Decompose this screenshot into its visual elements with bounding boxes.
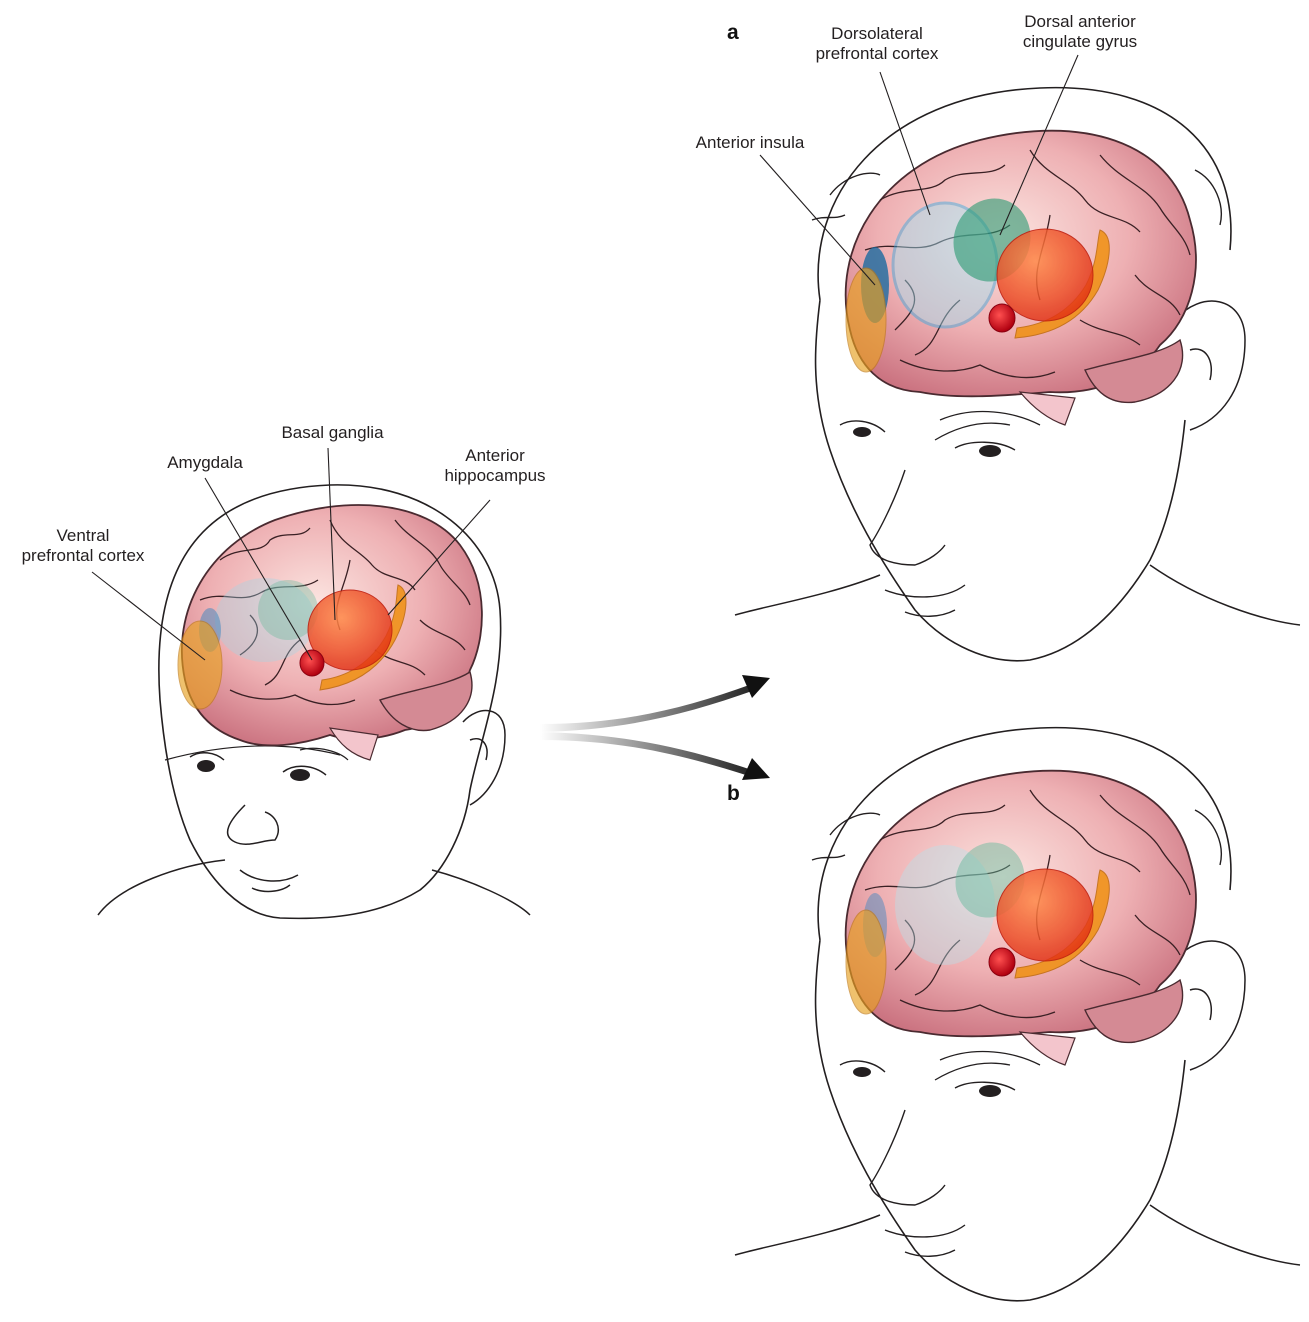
adult-a-nose (870, 470, 945, 565)
adult-a-pupil-left (853, 427, 871, 437)
arrow-to-b (540, 732, 752, 776)
adult-a-mouth (885, 585, 965, 616)
child-amygdala (300, 650, 324, 676)
label-line: Ventral (8, 526, 158, 546)
adult-b-mouth (885, 1225, 965, 1256)
adult-b-nose (870, 1110, 945, 1205)
adult-b-pupil-left (853, 1067, 871, 1077)
adult-a-neck (735, 565, 1300, 625)
label-line: cingulate gyrus (1000, 32, 1160, 52)
child-brow-right (300, 748, 348, 760)
child-brain (178, 505, 482, 760)
label-line: prefrontal cortex (797, 44, 957, 64)
label-line: Amygdala (150, 453, 260, 473)
child-pupil-right (290, 769, 310, 781)
adult-b-amygdala (989, 948, 1015, 976)
child-pupil-left (197, 760, 215, 772)
adult-a-ventral-pfc (846, 268, 886, 372)
adult-a-brow (935, 412, 1040, 440)
adult-a-brain (846, 131, 1196, 425)
adult-b-neck (735, 1205, 1300, 1265)
label-line: prefrontal cortex (8, 546, 158, 566)
label-line: Anterior (435, 446, 555, 466)
panel-label-b: b (727, 782, 740, 806)
child-ventral-pfc (178, 621, 222, 709)
adult-b-ear (1175, 941, 1245, 1070)
adult-a-amygdala (989, 304, 1015, 332)
adult-b-brain (846, 771, 1196, 1065)
adult-a-basal-ganglia (997, 229, 1093, 321)
label-line: Dorsolateral (797, 24, 957, 44)
label-dorsolateral-prefrontal-cortex: Dorsolateral prefrontal cortex (797, 24, 957, 64)
child-neck-shoulders (98, 860, 530, 915)
development-arrows (540, 675, 770, 780)
label-line: Anterior insula (680, 133, 820, 153)
label-amygdala: Amygdala (150, 453, 260, 473)
label-basal-ganglia: Basal ganglia (265, 423, 400, 443)
adult-b-ventral-pfc (846, 910, 886, 1014)
label-line: hippocampus (435, 466, 555, 486)
label-anterior-hippocampus: Anterior hippocampus (435, 446, 555, 486)
child-nose (228, 805, 279, 844)
arrow-to-a (540, 684, 755, 732)
adult-b-pupil-right (979, 1085, 1001, 1097)
label-anterior-insula: Anterior insula (680, 133, 820, 153)
label-dorsal-anterior-cingulate-gyrus: Dorsal anterior cingulate gyrus (1000, 12, 1160, 52)
adult-a-ear (1175, 301, 1245, 430)
panel-label-a: a (727, 21, 739, 45)
adult-b-basal-ganglia (997, 869, 1093, 961)
label-line: Basal ganglia (265, 423, 400, 443)
label-line: Dorsal anterior (1000, 12, 1160, 32)
adult-a-pupil-right (979, 445, 1001, 457)
label-ventral-prefrontal-cortex: Ventral prefrontal cortex (8, 526, 158, 566)
child-eye-left (190, 753, 224, 760)
adult-b-brow (935, 1052, 1040, 1080)
child-mouth (240, 870, 298, 891)
